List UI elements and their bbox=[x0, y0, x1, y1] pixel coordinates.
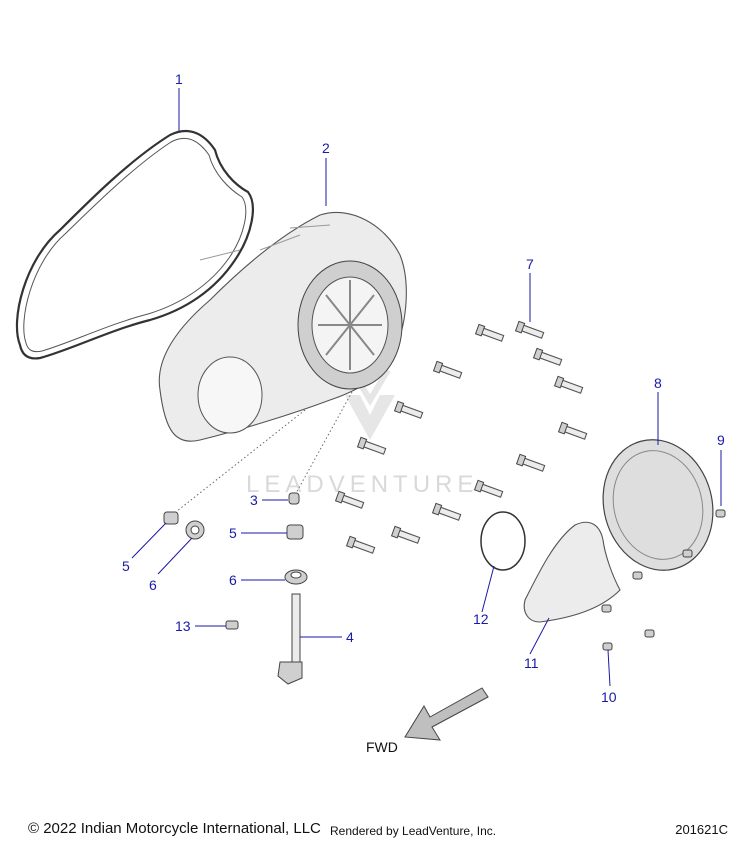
primary-cover-part-2 bbox=[158, 211, 407, 442]
bushing-part-5a bbox=[163, 511, 179, 525]
callout-2: 2 bbox=[322, 140, 330, 156]
fwd-label: FWD bbox=[366, 739, 398, 755]
callout-5b: 5 bbox=[229, 525, 237, 541]
bushing-part-5b bbox=[286, 524, 304, 540]
callout-3: 3 bbox=[250, 492, 258, 508]
o-ring-part-12 bbox=[480, 511, 526, 571]
callout-10: 10 bbox=[601, 689, 617, 705]
watermark-text: LEADVENTURE bbox=[246, 471, 478, 498]
screws-part-10 bbox=[601, 509, 726, 651]
callout-4: 4 bbox=[346, 629, 354, 645]
seal-part-6b bbox=[284, 569, 308, 585]
callout-6a: 6 bbox=[149, 577, 157, 593]
shaft-part-4 bbox=[277, 593, 303, 685]
gasket-part-1 bbox=[15, 129, 254, 360]
diagram-id: 201621C bbox=[675, 822, 728, 837]
rendered-by-text: Rendered by LeadVenture, Inc. bbox=[330, 824, 497, 838]
callout-5a: 5 bbox=[122, 558, 130, 574]
forward-arrow: FWD bbox=[366, 687, 489, 755]
plate-part-11 bbox=[523, 521, 621, 623]
callout-6b: 6 bbox=[229, 572, 237, 588]
watermark: LEADVENTURE bbox=[246, 368, 478, 498]
callout-12: 12 bbox=[473, 611, 489, 627]
callout-leaders bbox=[131, 88, 722, 687]
callout-7: 7 bbox=[526, 256, 534, 272]
seal-part-6a bbox=[185, 520, 205, 540]
derby-cover-part-8 bbox=[602, 439, 714, 571]
callout-8: 8 bbox=[654, 375, 662, 391]
copyright-text: © 2022 Indian Motorcycle International, … bbox=[28, 820, 321, 837]
assembly-line-a bbox=[171, 409, 306, 516]
callout-13: 13 bbox=[175, 618, 191, 634]
screws-part-7 bbox=[334, 320, 588, 554]
callout-9: 9 bbox=[717, 432, 725, 448]
screw-part-13 bbox=[225, 620, 239, 630]
callout-11: 11 bbox=[524, 655, 539, 671]
bushing-part-3 bbox=[288, 492, 300, 505]
callout-1: 1 bbox=[175, 71, 183, 87]
